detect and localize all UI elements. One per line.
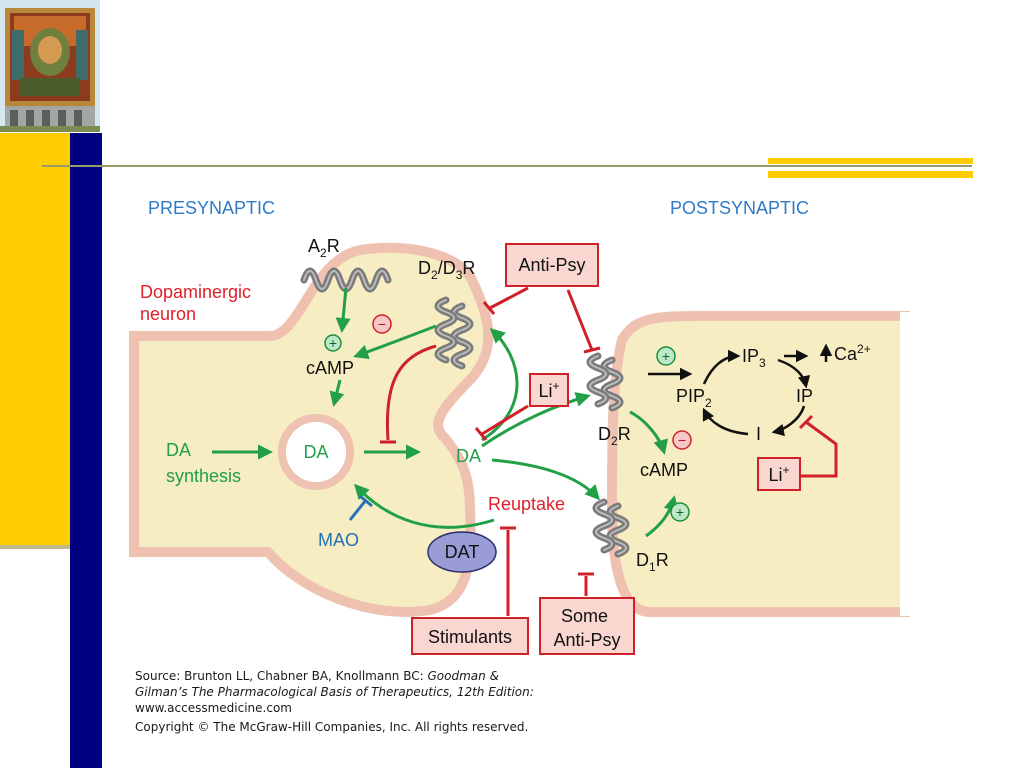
d1r-receptor-icon bbox=[592, 498, 630, 558]
postsynaptic-label: POSTSYNAPTIC bbox=[670, 198, 809, 218]
logo-building-photo bbox=[0, 0, 100, 132]
pre-minus-badge: − bbox=[372, 314, 392, 334]
svg-text:−: − bbox=[378, 316, 386, 332]
pre-camp-label: cAMP bbox=[306, 358, 354, 378]
yellow-accent-bar bbox=[768, 158, 973, 164]
da-synthesis-label: DA synthesis bbox=[166, 440, 241, 486]
ip-label: IP bbox=[796, 386, 813, 406]
d2d3r-receptor-icon bbox=[434, 296, 474, 370]
copyright-line: Copyright © The McGraw-Hill Companies, I… bbox=[135, 720, 529, 734]
i-label: I bbox=[756, 424, 761, 444]
source-line-3: www.accessmedicine.com bbox=[135, 701, 292, 715]
post-minus-badge: − bbox=[672, 430, 692, 450]
svg-text:−: − bbox=[678, 432, 686, 448]
li-cleft-box: Li+ bbox=[529, 373, 569, 407]
olive-left-underline bbox=[0, 545, 70, 549]
yellow-left-band bbox=[0, 133, 70, 545]
li-post-box: Li+ bbox=[757, 457, 801, 491]
post-plus-bottom-badge: + bbox=[670, 502, 690, 522]
navy-left-bar bbox=[70, 133, 102, 768]
d1r-label: D1R bbox=[636, 550, 669, 574]
ca-label: Ca2+ bbox=[834, 342, 871, 364]
green-activation-arrows bbox=[212, 287, 679, 538]
dat-transporter: DAT bbox=[427, 531, 497, 573]
svg-text:DAT: DAT bbox=[445, 542, 480, 562]
post-camp-label: cAMP bbox=[640, 460, 688, 480]
mao-label: MAO bbox=[318, 530, 359, 550]
red-inhibition-lines bbox=[380, 286, 838, 616]
some-anti-psy-box: Some Anti-Psy bbox=[539, 597, 635, 655]
reuptake-label: Reuptake bbox=[488, 494, 565, 514]
yellow-accent-bar-2 bbox=[768, 171, 973, 178]
svg-text:Li+: Li+ bbox=[538, 379, 559, 401]
da-vesicle: DA bbox=[278, 414, 354, 490]
d2r-label: D2R bbox=[598, 424, 631, 448]
svg-text:Stimulants: Stimulants bbox=[428, 627, 512, 647]
svg-text:+: + bbox=[329, 335, 337, 351]
svg-text:Li+: Li+ bbox=[768, 463, 789, 485]
svg-text:Anti-Psy: Anti-Psy bbox=[518, 255, 585, 275]
presynaptic-label: PRESYNAPTIC bbox=[148, 198, 275, 218]
svg-text:+: + bbox=[676, 504, 684, 520]
a2r-label: A2R bbox=[308, 236, 340, 260]
pre-plus-badge: + bbox=[324, 334, 342, 352]
olive-rule bbox=[42, 165, 972, 167]
ip3-label: IP3 bbox=[742, 346, 766, 370]
anti-psy-box: Anti-Psy bbox=[505, 243, 599, 287]
d2r-receptor-icon bbox=[586, 352, 624, 412]
d2d3r-label: D2/D3R bbox=[418, 258, 475, 282]
post-plus-top-badge: + bbox=[656, 346, 676, 366]
ip3-cycle-arrows bbox=[648, 343, 833, 437]
source-line-2: Gilman’s The Pharmacological Basis of Th… bbox=[135, 685, 534, 699]
cleft-da-label: DA bbox=[456, 446, 481, 466]
svg-text:DA: DA bbox=[303, 442, 328, 462]
source-line-1: Source: Brunton LL, Chabner BA, Knollman… bbox=[135, 669, 499, 683]
neuron-label: Dopaminergic neuron bbox=[140, 282, 256, 324]
mao-inhibition bbox=[348, 494, 373, 521]
stimulants-box: Stimulants bbox=[411, 617, 529, 655]
pip2-label: PIP2 bbox=[676, 386, 712, 410]
dopamine-synapse-diagram: PRESYNAPTIC POSTSYNAPTIC Dopaminergic ne… bbox=[129, 198, 912, 655]
svg-text:Some Anti-Psy: Some Anti-Psy bbox=[553, 606, 620, 650]
svg-text:+: + bbox=[662, 348, 670, 364]
